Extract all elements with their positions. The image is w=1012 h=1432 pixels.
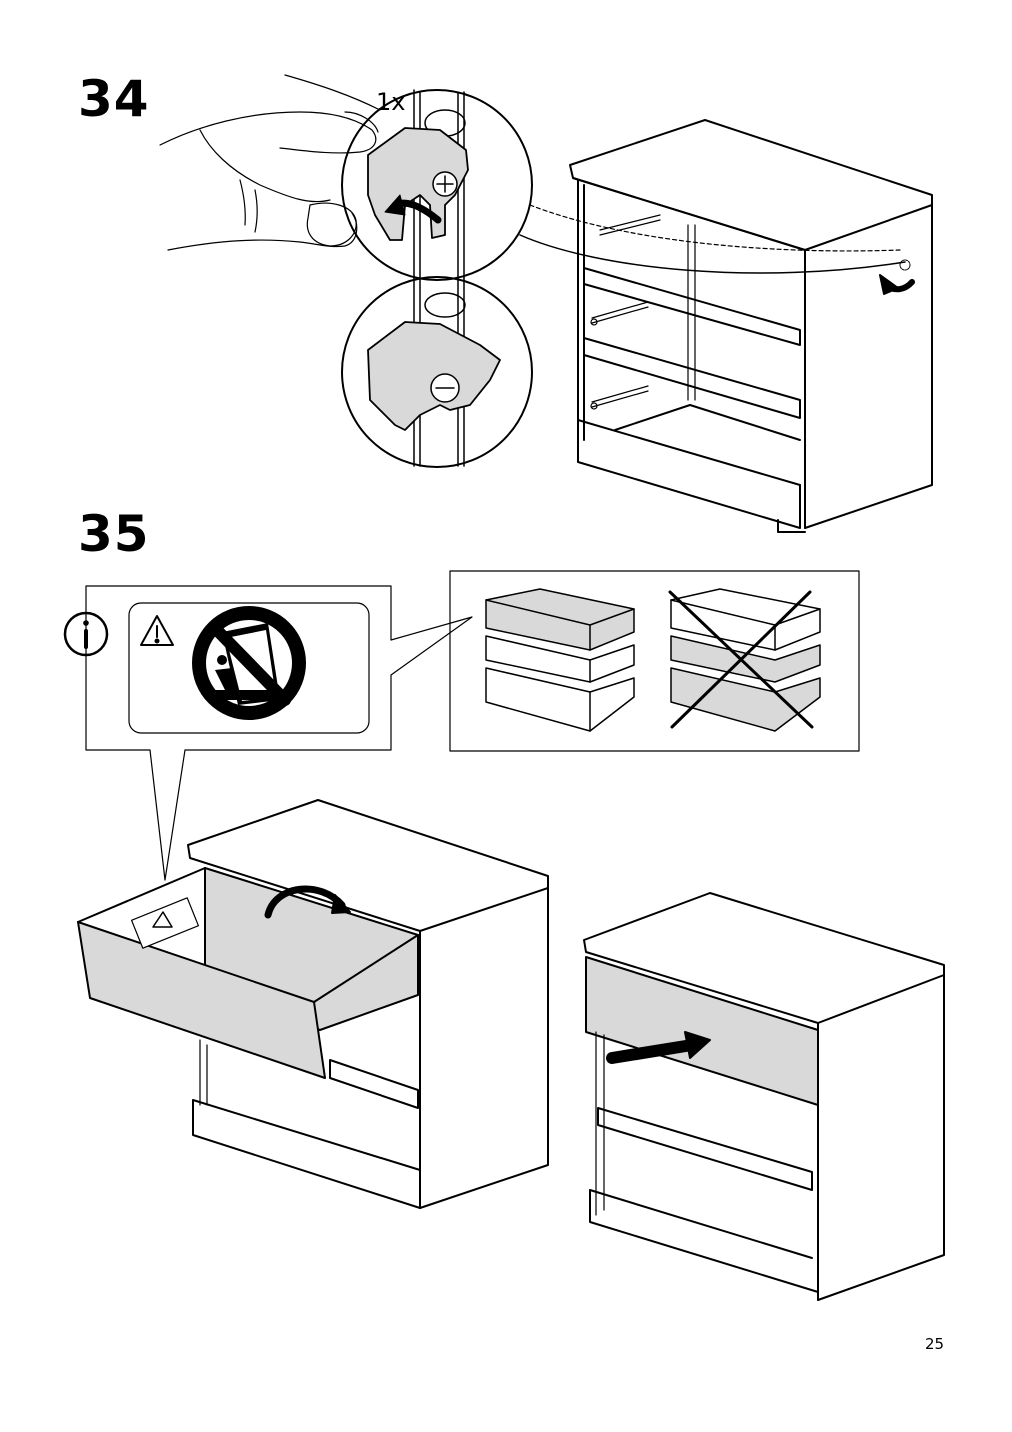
chest-step34	[569, 119, 933, 533]
zoom-callout-lower	[341, 276, 533, 468]
hand-illustration	[159, 74, 381, 251]
chest-open-drawer	[77, 799, 549, 1209]
drawer-order-comparison	[449, 570, 860, 752]
no-climbing-prohibition-icon	[192, 606, 306, 720]
correct-stack	[485, 588, 635, 732]
x-cross-icon	[668, 590, 814, 729]
zoom-callout-upper: 1x	[341, 88, 533, 281]
step-number-34: 34	[78, 70, 150, 128]
incorrect-stack	[670, 588, 821, 732]
quantity-label: 1x	[376, 88, 405, 116]
warning-callout	[85, 585, 473, 881]
warning-triangle-icon	[140, 615, 174, 646]
step-number-35: 35	[78, 505, 150, 563]
chest-closed-drawer	[583, 892, 945, 1301]
page-number: 25	[925, 1335, 945, 1353]
